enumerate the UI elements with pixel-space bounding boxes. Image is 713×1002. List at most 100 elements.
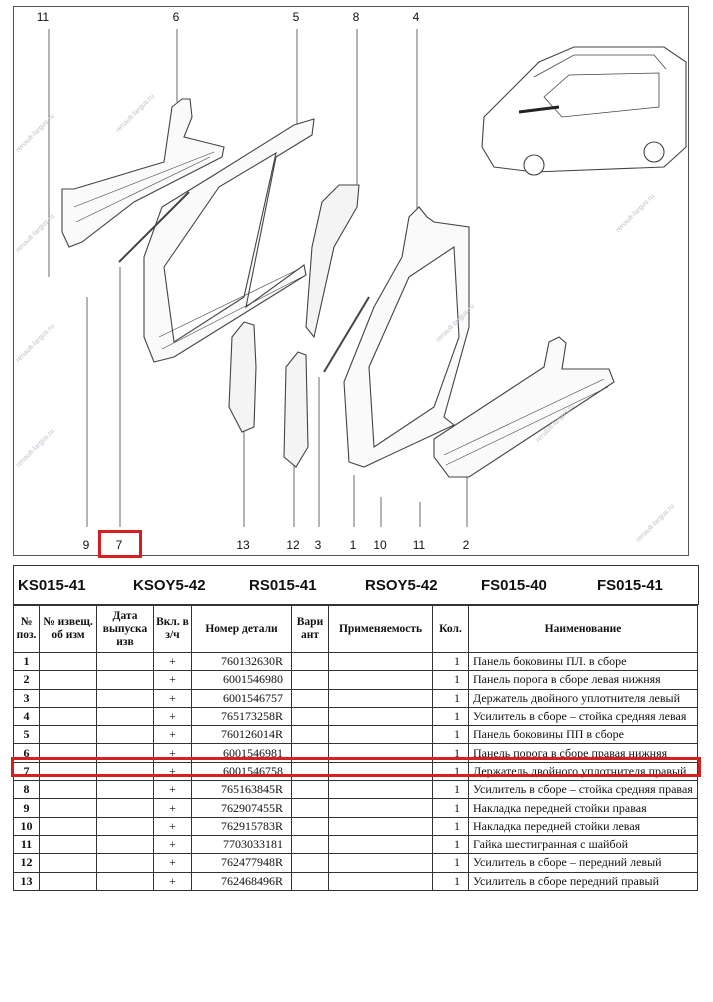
pos-cell: 1: [13, 651, 40, 672]
header-notice: № извещ. об изм: [39, 605, 97, 653]
pos-cell: 8: [13, 780, 40, 800]
qty-cell: 1: [432, 706, 469, 727]
incl-cell: +: [153, 798, 192, 818]
name-cell: Усилитель в сборе передний правый: [468, 871, 698, 891]
incl-cell: +: [153, 761, 192, 782]
incl-cell: +: [153, 706, 192, 727]
pos-cell: 6: [13, 743, 40, 763]
qty-cell: 1: [432, 780, 469, 800]
model-code: RS015-41: [249, 576, 317, 594]
pos-cell: 2: [13, 670, 40, 690]
pos-cell: 7: [13, 761, 40, 782]
part-no-cell: 762915783R: [191, 816, 292, 836]
callout-number: 3: [314, 538, 322, 552]
part-no-cell: 7703033181: [191, 834, 292, 855]
incl-cell: +: [153, 743, 192, 763]
qty-cell: 1: [432, 743, 469, 763]
model-code: KS015-41: [18, 576, 86, 594]
callout-number: 1: [349, 538, 357, 552]
callout-number: 11: [412, 538, 426, 552]
part-no-cell: 6001546980: [191, 670, 292, 690]
diagram-drawing: [48, 29, 687, 527]
header-variant: Вари ант: [291, 605, 329, 653]
callout-number: 12: [286, 538, 300, 552]
table-header-row: № поз. № извещ. об изм Дата выпуска изв …: [13, 605, 698, 653]
qty-cell: 1: [432, 834, 469, 855]
incl-cell: +: [153, 816, 192, 836]
pos-cell: 5: [13, 725, 40, 745]
callout-number: 2: [462, 538, 470, 552]
callout-number: 6: [172, 10, 180, 24]
header-applicability: Применяемость: [328, 605, 433, 653]
model-codes-bar: KS015-41 KSOY5-42 RS015-41 RSOY5-42 FS01…: [13, 565, 699, 605]
exploded-parts-diagram: [13, 6, 689, 556]
callout-number: 10: [373, 538, 387, 552]
part-no-cell: 765163845R: [191, 780, 292, 800]
name-cell: Держатель двойного уплотнителя левый: [468, 688, 698, 708]
incl-cell: +: [153, 780, 192, 800]
model-code: FS015-41: [597, 576, 663, 594]
header-incl: Вкл. в з/ч: [153, 605, 192, 653]
name-cell: Гайка шестигранная с шайбой: [468, 834, 698, 855]
name-cell: Накладка передней стойки правая: [468, 798, 698, 818]
callout-number: 5: [292, 10, 300, 24]
incl-cell: +: [153, 651, 192, 672]
name-cell: Усилитель в сборе – передний левый: [468, 853, 698, 873]
incl-cell: +: [153, 688, 192, 708]
name-cell: Панель порога в сборе левая нижняя: [468, 670, 698, 690]
pos-cell: 4: [13, 706, 40, 727]
pos-cell: 12: [13, 853, 40, 873]
pos-cell: 3: [13, 688, 40, 708]
header-part-no: Номер детали: [191, 605, 292, 653]
part-no-cell: 765173258R: [191, 706, 292, 727]
pos-cell: 13: [13, 871, 40, 891]
qty-cell: 1: [432, 688, 469, 708]
incl-cell: +: [153, 853, 192, 873]
name-cell: Накладка передней стойки левая: [468, 816, 698, 836]
part-no-cell: 760132630R: [191, 651, 292, 672]
qty-cell: 1: [432, 670, 469, 690]
callout-number: 9: [82, 538, 90, 552]
model-code: FS015-40: [481, 576, 547, 594]
name-cell: Усилитель в сборе – стойка средняя права…: [468, 780, 698, 800]
parts-table: № поз. № извещ. об изм Дата выпуска изв …: [13, 605, 698, 891]
incl-cell: +: [153, 670, 192, 690]
header-qty: Кол.: [432, 605, 469, 653]
callout-number: 8: [352, 10, 360, 24]
name-cell: Панель боковины ПП в сборе: [468, 725, 698, 745]
pos-cell: 9: [13, 798, 40, 818]
header-date: Дата выпуска изв: [96, 605, 154, 653]
callout-highlight-box: [98, 530, 142, 558]
pos-cell: 10: [13, 816, 40, 836]
part-no-cell: 762477948R: [191, 853, 292, 873]
model-code: KSOY5-42: [133, 576, 206, 594]
model-code: RSOY5-42: [365, 576, 438, 594]
pos-cell: 11: [13, 834, 40, 855]
incl-cell: +: [153, 725, 192, 745]
part-no-cell: 6001546758: [191, 761, 292, 782]
qty-cell: 1: [432, 725, 469, 745]
incl-cell: +: [153, 834, 192, 855]
part-no-cell: 760126014R: [191, 725, 292, 745]
header-name: Наименование: [468, 605, 698, 653]
qty-cell: 1: [432, 816, 469, 836]
callout-number: 11: [36, 10, 50, 24]
qty-cell: 1: [432, 798, 469, 818]
header-pos: № поз.: [13, 605, 40, 653]
name-cell: Панель порога в сборе правая нижняя: [468, 743, 698, 763]
part-no-cell: 6001546757: [191, 688, 292, 708]
incl-cell: +: [153, 871, 192, 891]
qty-cell: 1: [432, 761, 469, 782]
callout-number-highlighted: 7: [115, 538, 123, 552]
